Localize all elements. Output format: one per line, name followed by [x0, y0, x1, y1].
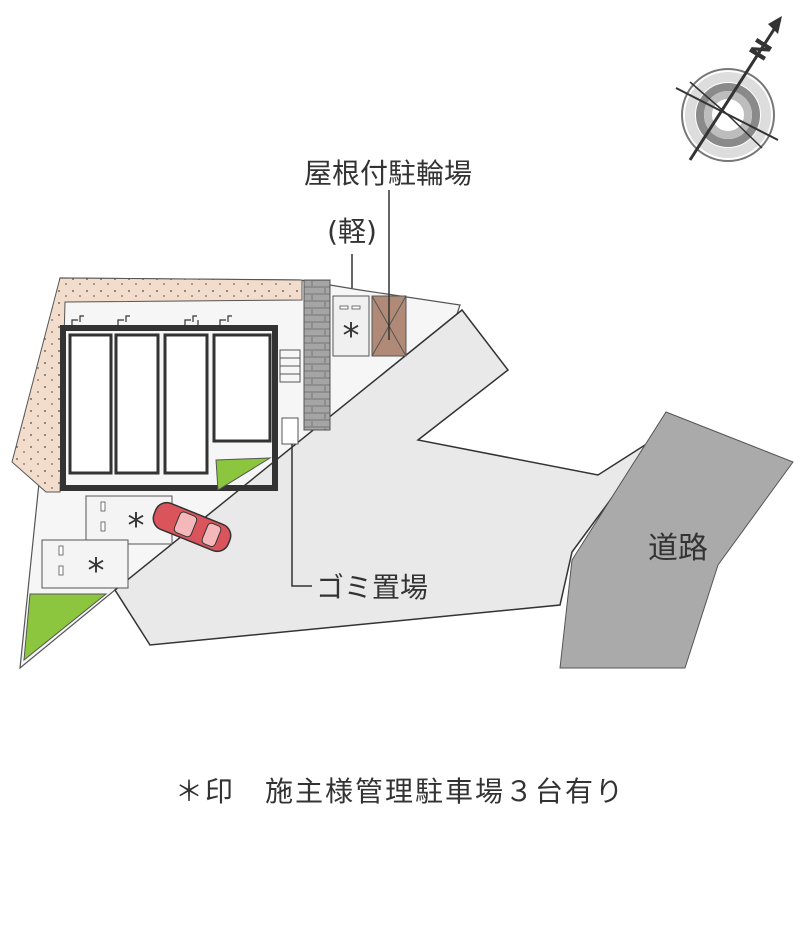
parking-space-2: [41, 539, 129, 589]
compass-icon: N: [675, 16, 782, 162]
kei-parking-space: [332, 295, 370, 357]
unit-4: [212, 333, 272, 443]
parking-stops-2: [58, 545, 64, 576]
garbage-leader-line: [291, 444, 312, 587]
road: [559, 411, 794, 669]
kei-label: (軽): [327, 215, 377, 248]
balcony-marks: [71, 315, 232, 328]
grass-patch-1: [215, 457, 272, 491]
garbage-label: ゴミ置場: [316, 571, 428, 604]
bike-shelter-label: 屋根付駐輪場: [304, 157, 472, 190]
parking-stops-1: [100, 501, 106, 532]
road-label: 道路: [648, 531, 708, 566]
car: [152, 501, 232, 553]
parking-mark-1: *: [128, 506, 145, 546]
building: [60, 325, 278, 491]
grass-patch-2: [23, 593, 108, 662]
unit-1: [68, 333, 113, 475]
staircase: [279, 349, 301, 383]
parking-note: ＊印 施主様管理駐車場３台有り: [174, 775, 625, 808]
brick-wall: [303, 279, 331, 431]
kei-parking-mark: *: [343, 316, 360, 356]
compass-north-letter: N: [744, 34, 778, 66]
kei-parking-stops: [339, 305, 361, 310]
garbage-area: [281, 417, 299, 445]
unit-3: [163, 333, 209, 475]
unit-2: [114, 333, 160, 475]
parking-mark-2: *: [88, 551, 105, 591]
